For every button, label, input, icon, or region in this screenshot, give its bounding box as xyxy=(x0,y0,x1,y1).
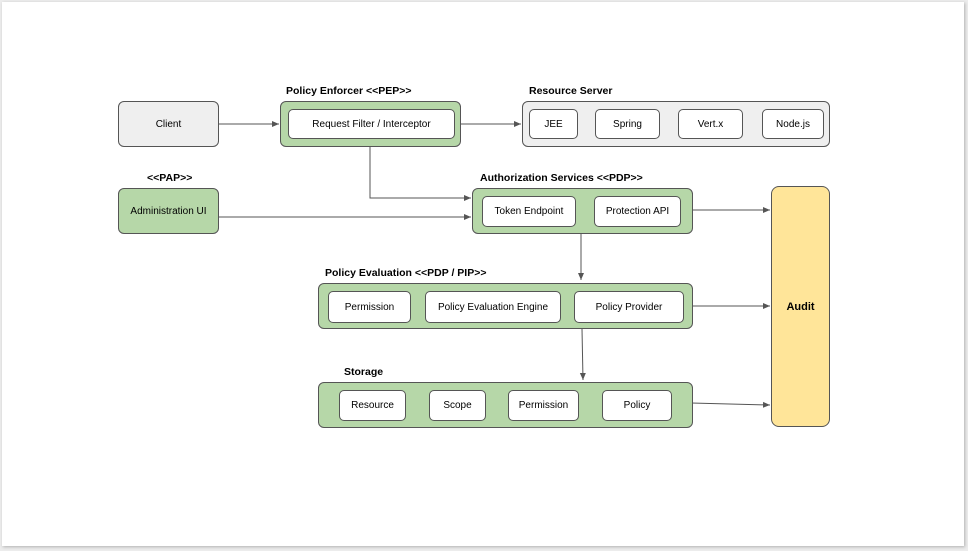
edge-storage-to-audit xyxy=(690,401,771,408)
authorization-token-endpoint: Token Endpoint xyxy=(482,196,576,227)
pep-request-filter: Request Filter / Interceptor xyxy=(288,109,455,139)
resource-server-group: JEE Spring Vert.x Node.js xyxy=(522,101,830,147)
storage-title: Storage xyxy=(344,366,384,378)
administration-ui-node: Administration UI xyxy=(118,188,219,234)
authorization-services-title: Authorization Services <<PDP>> xyxy=(480,172,643,184)
resource-server-jee: JEE xyxy=(529,109,578,139)
policy-evaluation-engine: Policy Evaluation Engine xyxy=(425,291,561,323)
authorization-services-group: Token Endpoint Protection API xyxy=(472,188,693,234)
resource-server-spring: Spring xyxy=(595,109,660,139)
audit-node: Audit xyxy=(771,186,830,427)
storage-group: Resource Scope Permission Policy xyxy=(318,382,693,428)
edge-pep-to-authorization-services xyxy=(369,147,471,201)
resource-server-title: Resource Server xyxy=(529,85,613,97)
storage-resource: Resource xyxy=(339,390,406,421)
policy-evaluation-group: Permission Policy Evaluation Engine Poli… xyxy=(318,283,693,329)
edge-policy-evaluation-to-storage xyxy=(579,328,586,381)
pep-title: Policy Enforcer <<PEP>> xyxy=(286,85,412,97)
storage-scope: Scope xyxy=(429,390,486,421)
resource-server-nodejs: Node.js xyxy=(762,109,824,139)
policy-evaluation-provider: Policy Provider xyxy=(574,291,684,323)
pap-title: <<PAP>> xyxy=(147,172,193,184)
resource-server-vertx: Vert.x xyxy=(678,109,743,139)
pep-group: Request Filter / Interceptor xyxy=(280,101,461,147)
client-node: Client xyxy=(118,101,219,147)
storage-permission: Permission xyxy=(508,390,579,421)
policy-evaluation-title: Policy Evaluation <<PDP / PIP>> xyxy=(325,267,487,279)
authorization-protection-api: Protection API xyxy=(594,196,681,227)
storage-policy: Policy xyxy=(602,390,672,421)
policy-evaluation-permission: Permission xyxy=(328,291,411,323)
